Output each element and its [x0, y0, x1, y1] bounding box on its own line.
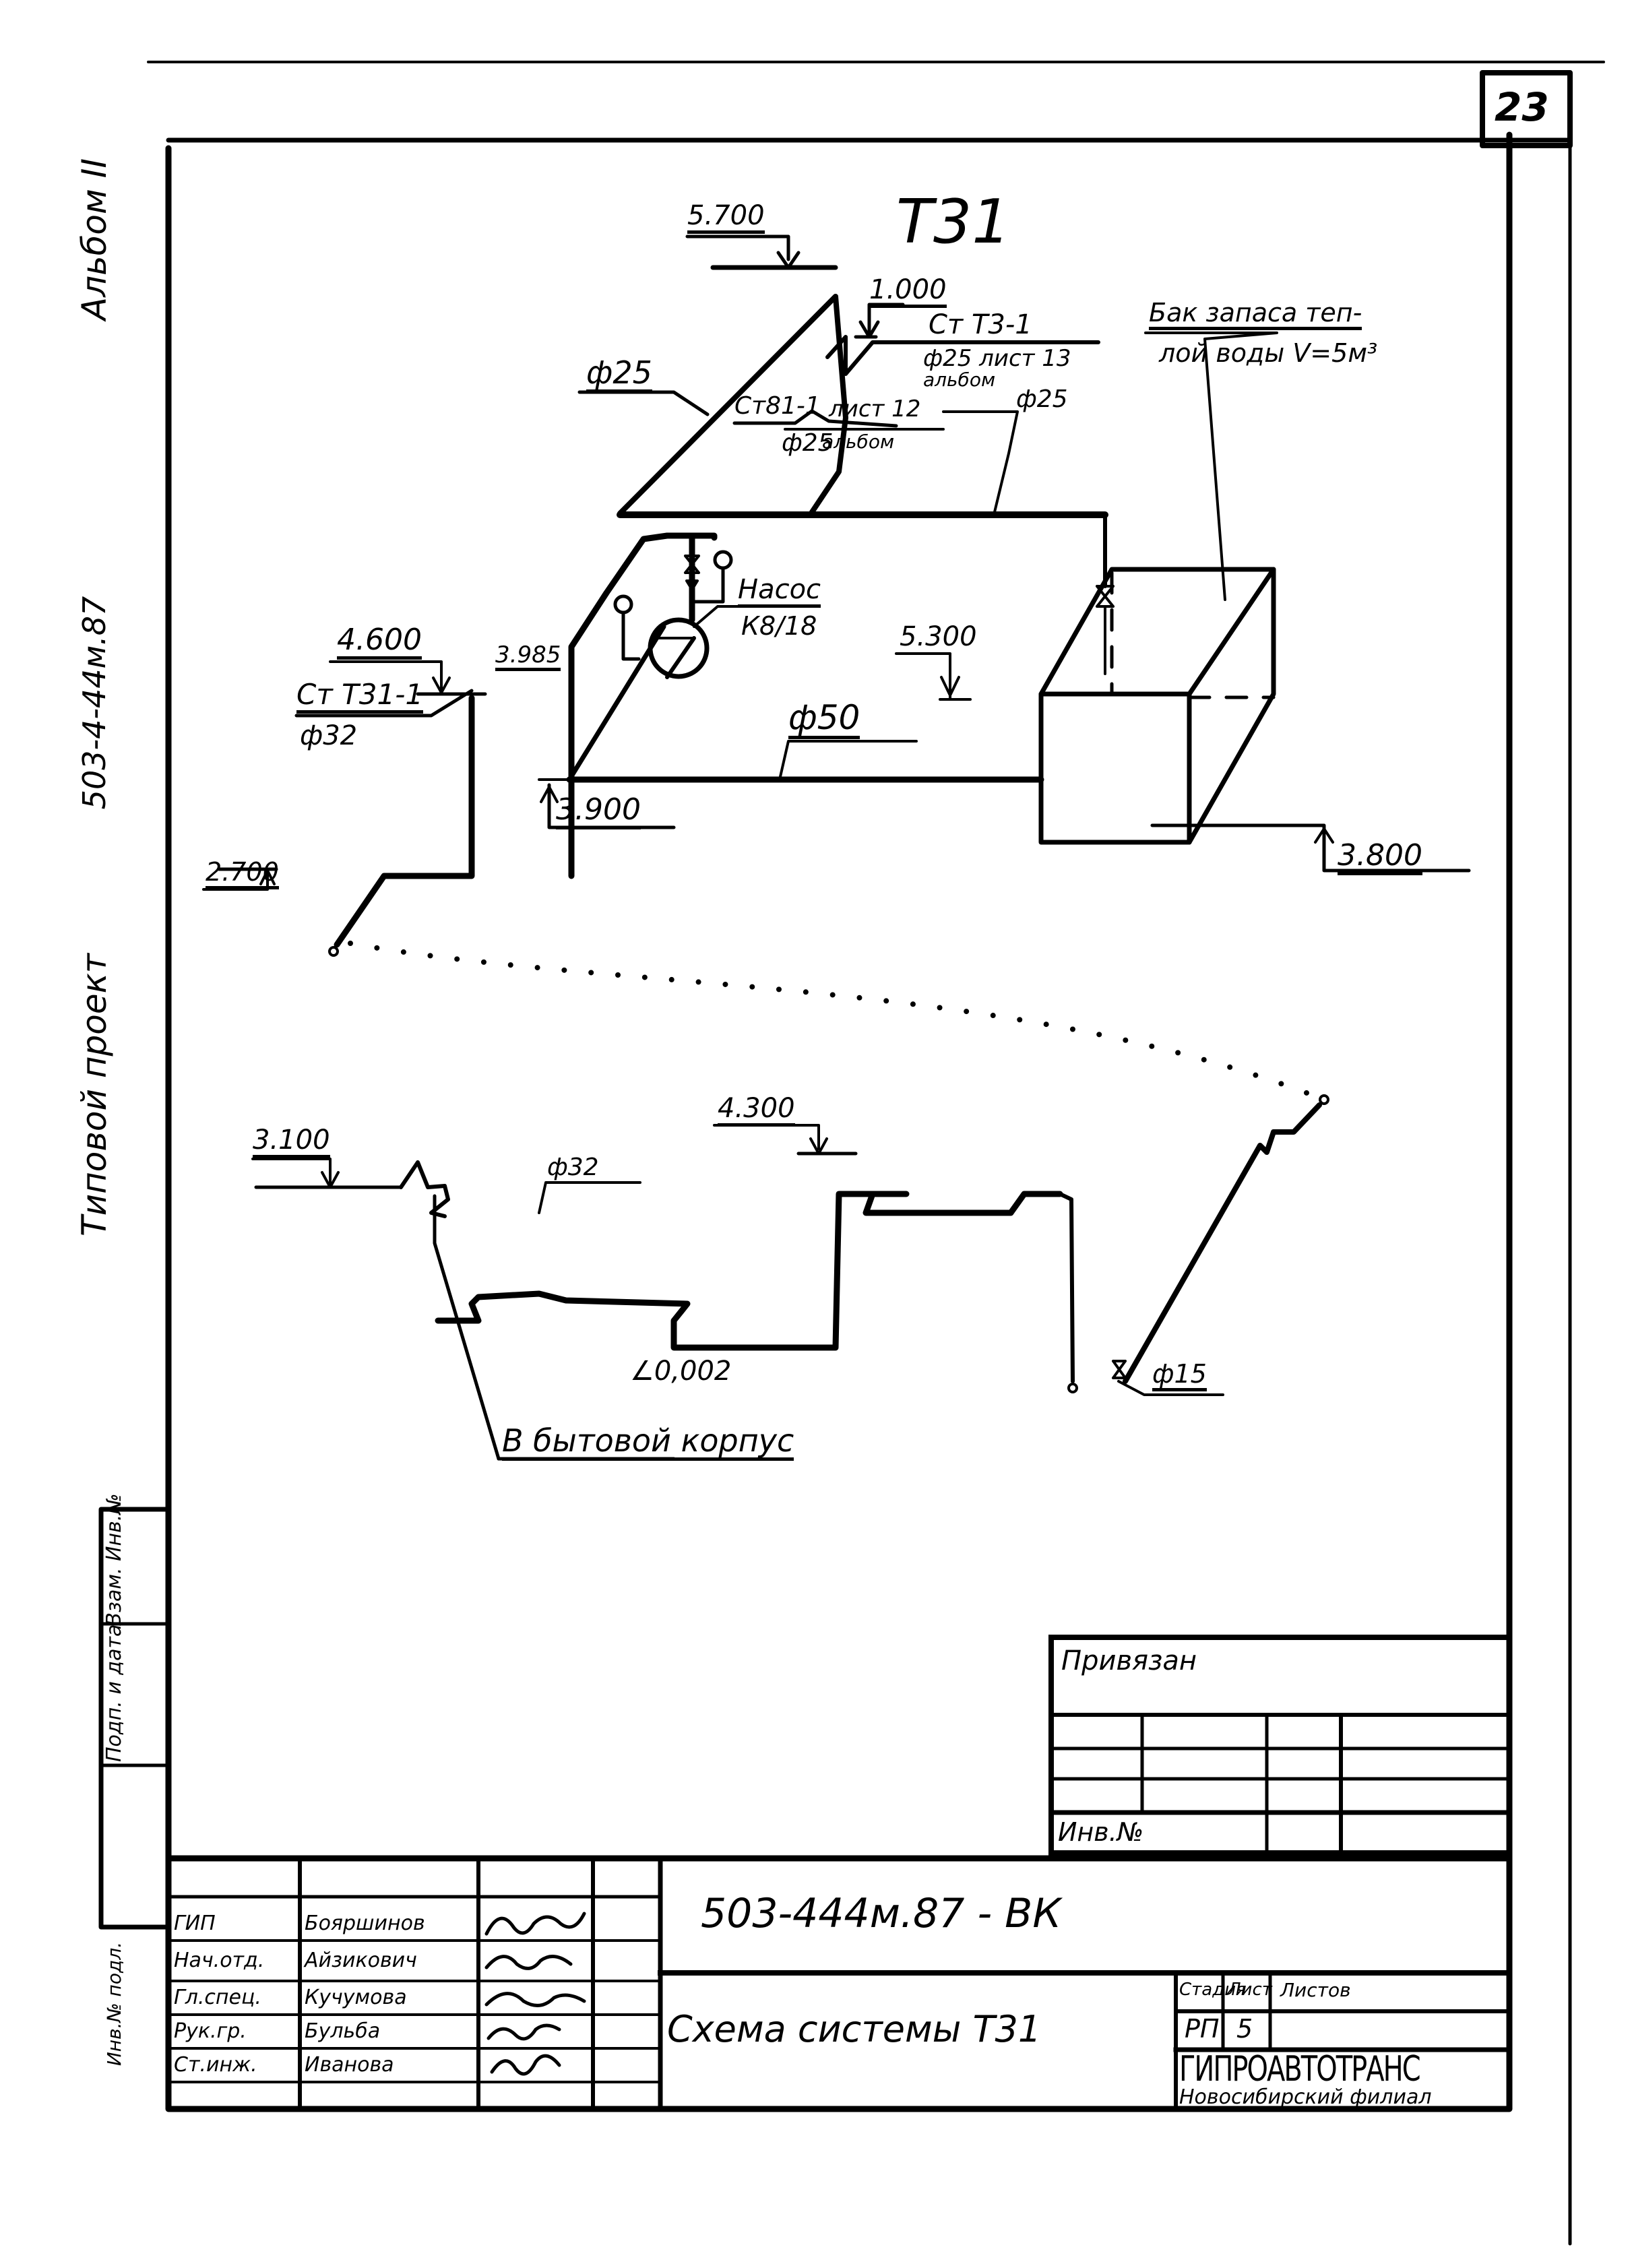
elevation-2700: 2.700	[206, 859, 279, 889]
pipe-lower-main	[435, 1191, 1063, 1351]
riser-st-t3-1-album: альбом	[923, 369, 996, 391]
riser-st81-1: Ст81-1	[734, 392, 821, 420]
elev-1000-leader	[711, 303, 768, 337]
sig-role: Гл.спец.	[174, 1986, 261, 2009]
signature-mark	[487, 2023, 561, 2041]
pressure-gauge-icon	[713, 550, 733, 570]
pump-model: К8/18	[741, 611, 817, 641]
slope-label: ∠0,002	[630, 1356, 732, 1387]
system-title: Т31	[896, 187, 1011, 257]
elevation-5300: 5.300	[900, 621, 977, 652]
elevation-3985: 3.985	[495, 643, 561, 671]
stamp-inv-original: Инв.№ подл.	[103, 1941, 125, 2067]
diameter-phi50: ф50	[788, 701, 860, 739]
sig-name: Бояршинов	[305, 1912, 425, 1935]
stage-value: РП	[1185, 2014, 1220, 2044]
elevation-3800: 3.800	[1338, 841, 1422, 875]
signature-mark	[484, 1992, 586, 2007]
pipe-lower-right	[1123, 1102, 1322, 1384]
sig-name: Айзикович	[305, 1949, 417, 1972]
diameter-phi32: ф32	[300, 720, 358, 751]
sheet-value: 5	[1236, 2014, 1253, 2044]
riser-st81-1-album: альбом	[822, 431, 895, 453]
drawing-name: Схема системы Т31	[667, 2008, 1042, 2050]
binding-inv-no: Инв.№	[1058, 1817, 1144, 1847]
pressure-gauge-icon	[613, 594, 633, 615]
pump-symbol	[648, 617, 710, 679]
elevation-3100: 3.100	[253, 1127, 330, 1158]
diameter-phi15: ф15	[1152, 1361, 1207, 1391]
elevation-3900: 3.900	[556, 795, 641, 829]
sig-name: Бульба	[305, 2019, 381, 2043]
sig-role: Нач.отд.	[174, 1949, 265, 1972]
diameter-phi25-left: ф25	[586, 357, 652, 393]
riser-st-t3-1: Ст Т3-1	[929, 309, 1032, 340]
riser-st-t3-1-ref: ф25 лист 13	[923, 345, 1071, 372]
elevation-1000: 1.000	[869, 276, 947, 308]
margin-album-label: Альбом II	[75, 158, 114, 321]
stamp-sign-date: Подп. и дата	[102, 1624, 126, 1762]
elev-5700-leader	[685, 234, 790, 261]
signature-mark	[490, 2054, 561, 2076]
diameter-phi25-right: ф25	[1016, 385, 1068, 413]
elevation-5700: 5.700	[687, 202, 765, 234]
riser-st-t31-1: Ст Т31-1	[296, 681, 424, 714]
sig-role: Рук.гр.	[174, 2019, 247, 2043]
signature-mark	[484, 1912, 586, 1936]
pump-discharge-valve	[684, 555, 700, 574]
elevation-4600: 4.600	[337, 625, 422, 660]
document-code: 503-444м.87 - ВК	[701, 1890, 1061, 1937]
tank-inlet-valve	[1096, 585, 1115, 608]
margin-project-code: 503-4-44м.87	[76, 596, 113, 810]
sheet-number-box	[1480, 70, 1573, 148]
to-building-label: В бытовой корпус	[502, 1425, 794, 1461]
dotted-connection-line	[348, 941, 1323, 1101]
sheet-header: Лист	[1228, 1980, 1272, 2000]
drain-valve	[1112, 1360, 1127, 1379]
drawing-frame	[165, 131, 1513, 2112]
stage-header: Стадия	[1179, 1980, 1247, 2000]
diameter-phi32-lower: ф32	[547, 1154, 599, 1181]
stamp-replaced-inv: Взам. Инв.№	[102, 1493, 126, 1627]
margin-series-label: Типовой проект	[75, 953, 114, 1236]
riser-st81-1-ref: лист 12	[829, 396, 921, 422]
storage-tank-outline	[1038, 567, 1276, 845]
elevation-4300: 4.300	[718, 1095, 795, 1127]
branch-name: Новосибирский филиал	[1179, 2085, 1432, 2109]
diameter-phi25-st81: ф25	[782, 429, 834, 457]
tank-label-line1: Бак запаса теп-	[1149, 300, 1362, 330]
sig-name: Кучумова	[305, 1986, 407, 2009]
binding-block	[1048, 1635, 1512, 1856]
binding-title: Привязан	[1061, 1645, 1197, 1676]
sig-name: Иванова	[305, 2053, 394, 2077]
pipe-phi25-upper	[617, 294, 848, 516]
tank-label-line2: лой воды V=5м³	[1159, 338, 1378, 368]
pump-label: Насос	[738, 576, 821, 608]
sheets-header: Листов	[1280, 1979, 1351, 2001]
sheet-number: 23	[1495, 84, 1549, 130]
signature-mark	[484, 1955, 573, 1970]
organization-name: ГИПРОАВТОТРАНС	[1179, 2049, 1421, 2089]
sig-role: Ст.инж.	[174, 2053, 257, 2077]
sig-role: ГИП	[174, 1912, 216, 1935]
